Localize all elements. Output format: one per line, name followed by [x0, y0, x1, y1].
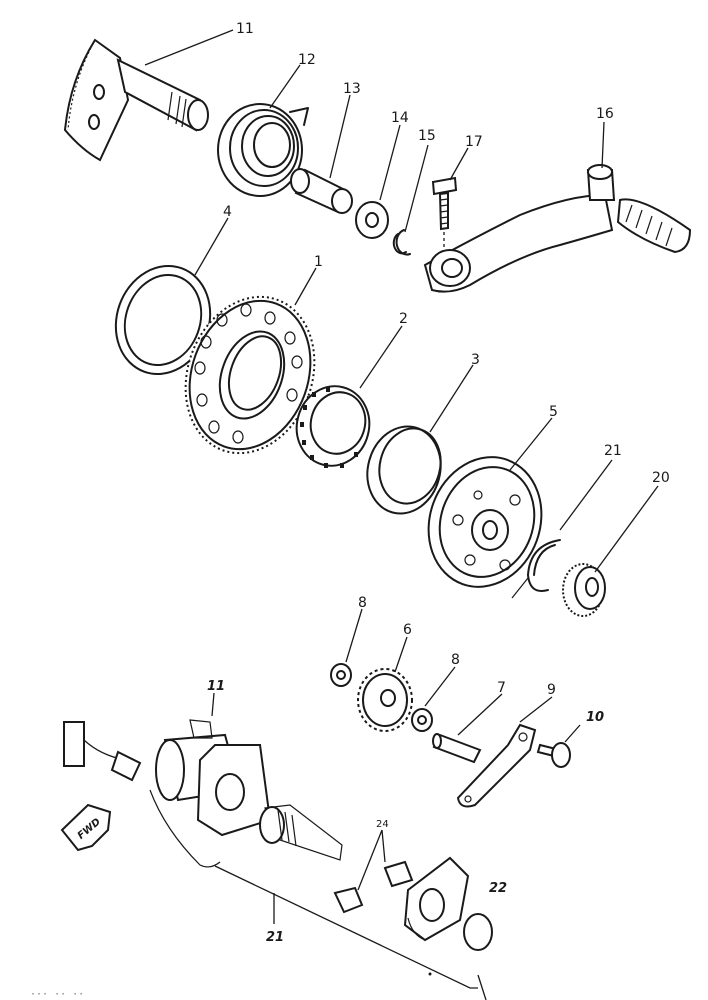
callout-3: 3: [471, 352, 480, 368]
callout-13: 12: [298, 52, 316, 68]
callout-24: 24: [376, 819, 389, 830]
one-way-clutch: [295, 385, 371, 468]
callout-12: 11: [236, 21, 254, 37]
footer-mark: ··· ·· ··: [30, 989, 84, 1000]
callout-7: 7: [497, 680, 506, 696]
brush-holder: [333, 856, 470, 942]
callout-9: 9: [547, 682, 556, 698]
bushing: [290, 168, 353, 214]
callout-11-visible: 11: [207, 679, 225, 694]
circlip-16: [392, 229, 411, 256]
callout-8a: 8: [358, 595, 367, 611]
clip-20: [511, 539, 561, 599]
stopper-plate: [456, 723, 537, 808]
assembly-bracket-21: [214, 865, 487, 1000]
washer-8a: [330, 663, 352, 687]
callout-numbers: 11 12 13 14 15 17 16 4 1 2 3 5 21 20 8 6…: [207, 21, 670, 945]
callout-22: 22: [489, 881, 507, 896]
kick-shaft: [63, 38, 209, 162]
callout-14: 13: [343, 81, 361, 97]
callout-16: 15: [418, 128, 436, 144]
callout-18: 17: [465, 134, 483, 150]
ring-gear: [184, 295, 316, 455]
screw-10: [536, 742, 571, 768]
leader-lines: [144, 29, 659, 891]
fwd-arrow: FWD: [60, 803, 112, 852]
callout-1: 1: [314, 254, 323, 270]
callout-20: 21: [604, 443, 622, 459]
callout-15: 14: [391, 110, 409, 126]
callout-8b: 8: [451, 652, 460, 668]
clutch-housing: [427, 456, 543, 588]
callout-19: 20: [652, 470, 670, 486]
callout-10: 10: [586, 710, 604, 725]
kick-crank: [423, 164, 692, 293]
bearing-ring: [366, 425, 442, 515]
bolt-18: [431, 176, 458, 248]
callout-17: 16: [596, 106, 614, 122]
callout-6: 6: [403, 622, 412, 638]
callout-21-visible: 21: [266, 930, 284, 945]
callout-4: 4: [223, 204, 232, 220]
starter-motor: [63, 719, 343, 868]
cap-22: [463, 913, 493, 951]
callout-5: 5: [549, 404, 558, 420]
washer-8b: [411, 708, 433, 732]
spring: [217, 103, 309, 197]
callout-2: 2: [399, 311, 408, 327]
idler-gear: [357, 668, 413, 732]
pinion-gear: [562, 563, 606, 617]
idler-shaft: [432, 733, 482, 764]
washer-15: [355, 201, 389, 239]
